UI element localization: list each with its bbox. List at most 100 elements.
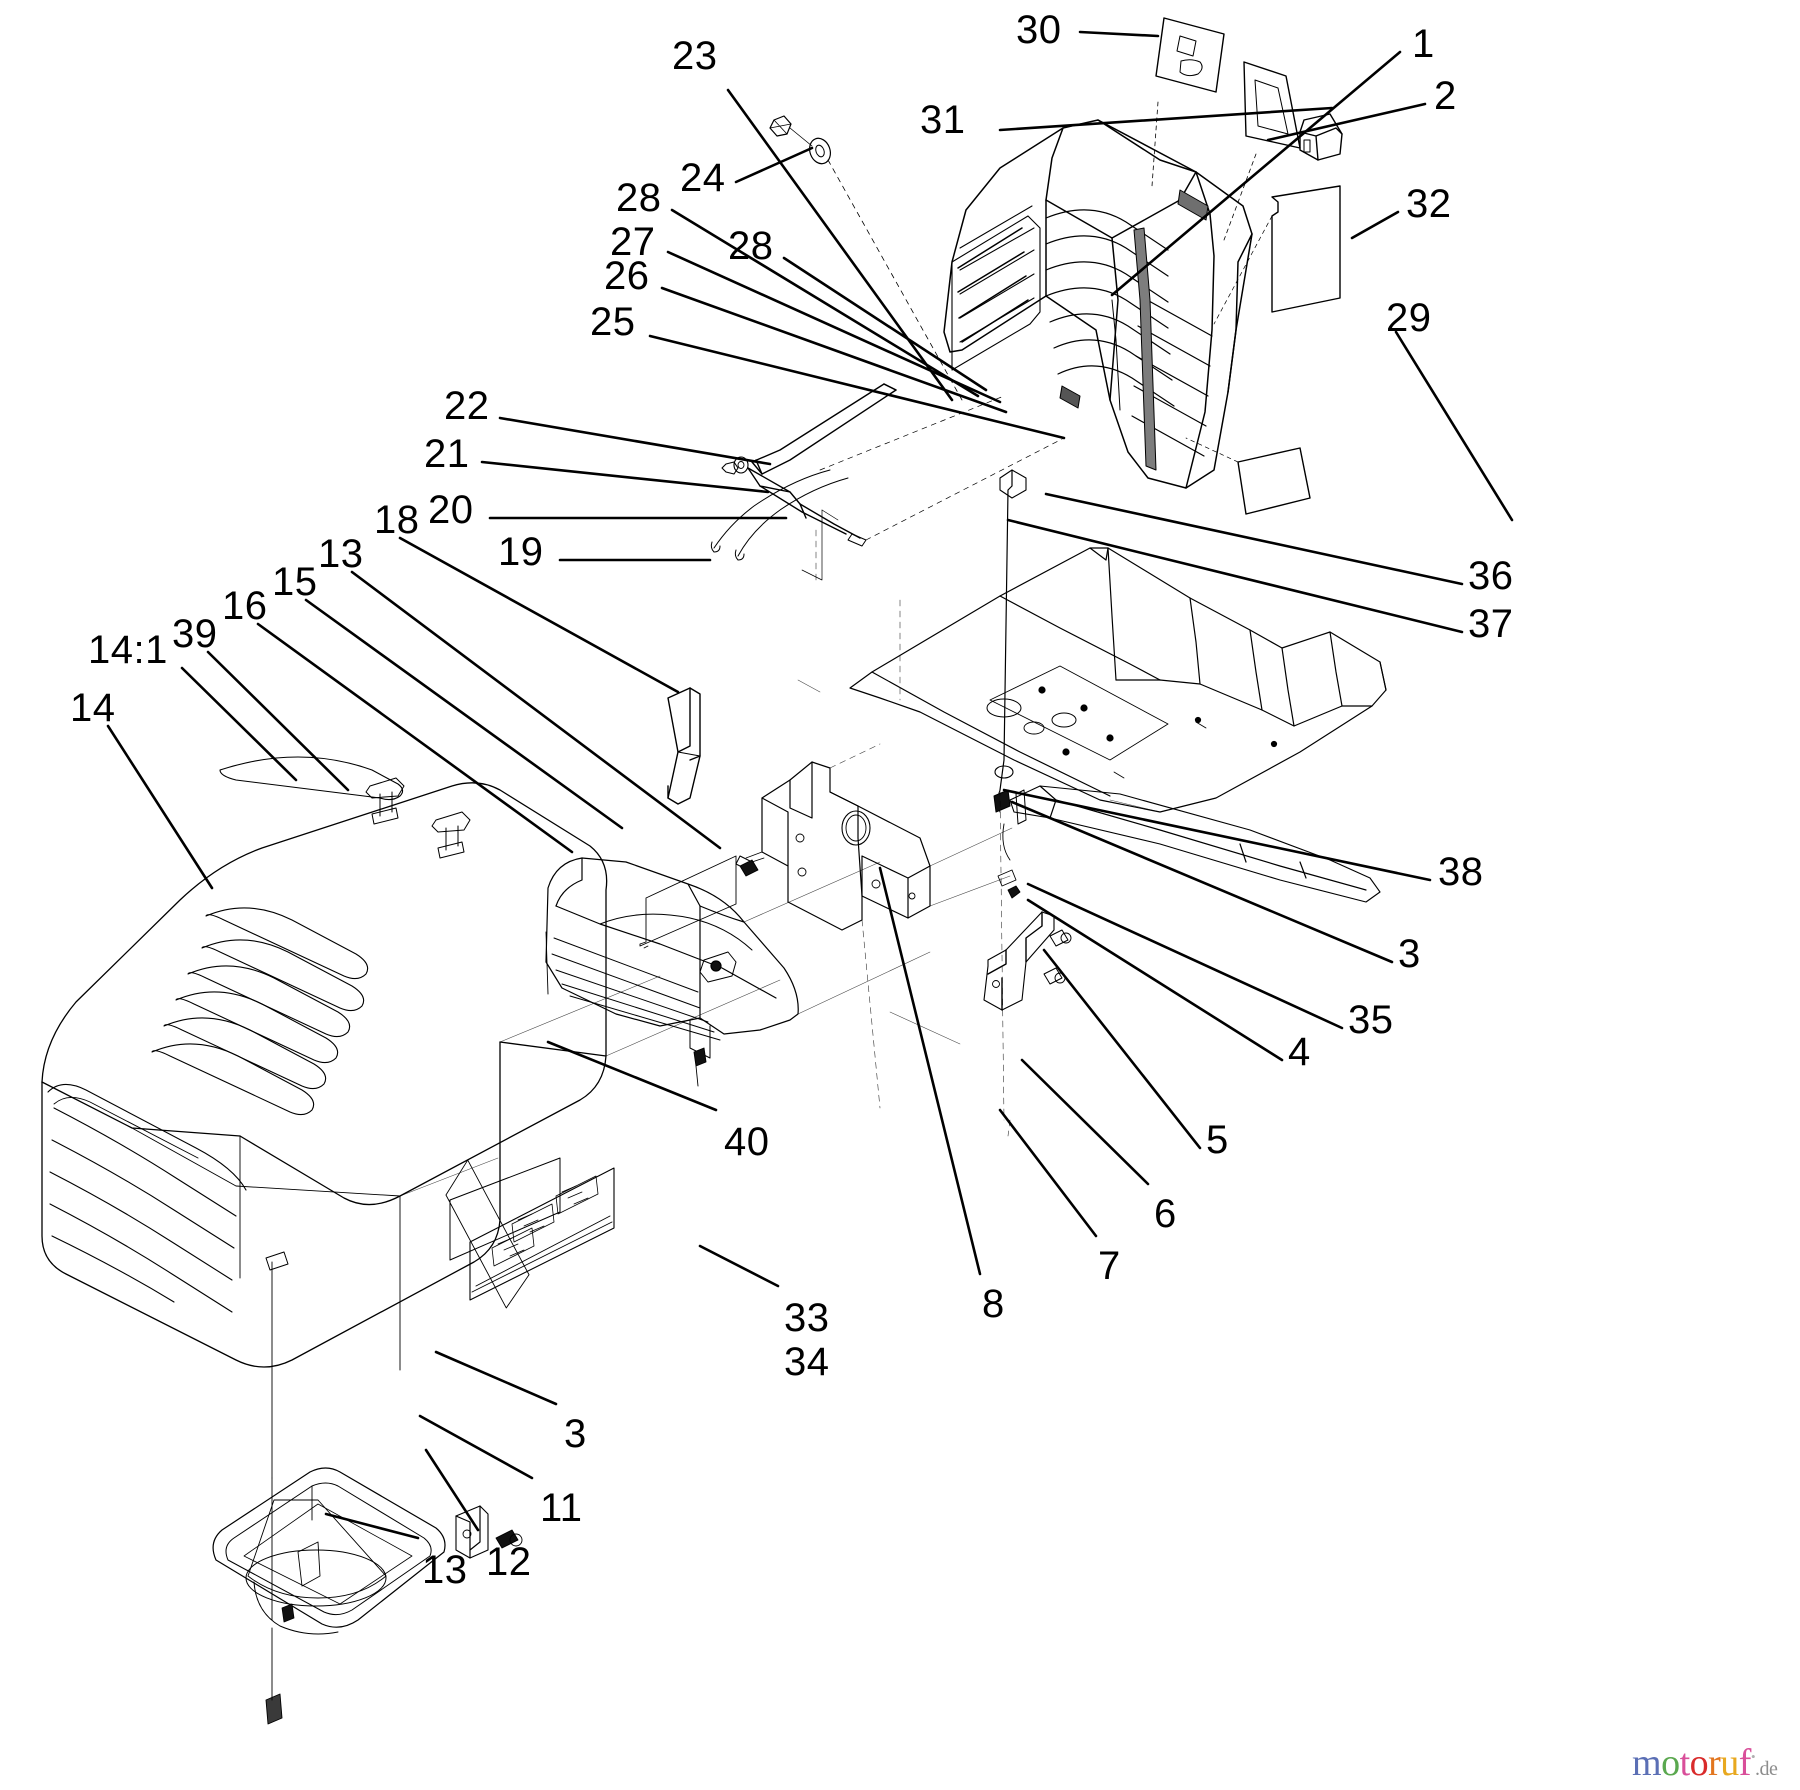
leader-line-3: [1010, 800, 1394, 964]
leader-line-40: [546, 1040, 718, 1112]
leader-line-39: [206, 650, 350, 792]
leader-line-14-1: [180, 666, 298, 782]
leader-line-24: [734, 146, 814, 184]
watermark-letter: u: [1720, 1742, 1739, 1784]
leader-line-16: [256, 622, 574, 854]
callout-number-8: 8: [982, 1282, 1005, 1326]
callout-number-26: 26: [604, 254, 650, 298]
callout-leader-lines: [106, 30, 1514, 1540]
leader-line-29: [1394, 330, 1514, 522]
leader-line-8: [878, 866, 982, 1276]
leader-line-27: [666, 250, 1002, 404]
callout-number-5: 5: [1206, 1118, 1229, 1162]
watermark-motoruf: motoruf•.de: [1632, 1742, 1778, 1784]
part-angle-bracket-18: [667, 687, 701, 805]
part-decal-33-34: [445, 1159, 615, 1309]
callout-number-36: 36: [1468, 554, 1514, 598]
part-decal-32: [1213, 185, 1341, 325]
leader-line-38: [1002, 788, 1432, 882]
leader-line-28: [782, 256, 988, 392]
callout-number-33: 33: [784, 1296, 830, 1340]
callout-number-35: 35: [1348, 998, 1394, 1042]
callout-number-21: 21: [424, 432, 470, 476]
watermark-dot: •: [1750, 1749, 1756, 1765]
watermark-letter: r: [1708, 1742, 1721, 1784]
leader-line-3: [434, 1350, 558, 1406]
callout-number-19: 19: [498, 530, 544, 574]
callout-number-13: 13: [422, 1548, 468, 1592]
leader-line-18: [398, 536, 680, 694]
part-lamp-bezel-12: [212, 1467, 523, 1725]
callout-number-1: 1: [1412, 22, 1435, 66]
callout-number-12: 12: [486, 1540, 532, 1584]
callout-number-3: 3: [564, 1412, 587, 1456]
leader-line-5: [1042, 948, 1202, 1150]
callout-number-29: 29: [1386, 296, 1432, 340]
watermark-suffix: .de: [1755, 1758, 1778, 1780]
callout-number-39: 39: [172, 612, 218, 656]
part-cowl-center: [545, 855, 799, 1087]
leader-line-13: [324, 1512, 420, 1540]
leader-line-13: [350, 570, 722, 850]
callout-number-16: 16: [222, 584, 268, 628]
callout-number-13: 13: [318, 532, 364, 576]
callout-number-7: 7: [1098, 1244, 1121, 1288]
callout-number-37: 37: [1468, 602, 1514, 646]
callout-number-14-1: 14:1: [88, 628, 168, 672]
watermark-letter: o: [1689, 1742, 1709, 1784]
leader-line-15: [304, 598, 624, 830]
leader-line-2: [1266, 102, 1427, 142]
part-hood-upper: [943, 119, 1253, 489]
callout-number-6: 6: [1154, 1192, 1177, 1236]
part-footrest-frame: [849, 547, 1387, 903]
callout-number-28: 28: [616, 176, 662, 220]
callout-number-15: 15: [272, 560, 318, 604]
leader-line-1: [1110, 50, 1402, 297]
leader-line-32: [1350, 210, 1400, 240]
callout-number-22: 22: [444, 384, 490, 428]
leader-line-26: [660, 286, 1008, 414]
callout-number-38: 38: [1438, 850, 1484, 894]
leader-line-31: [998, 106, 1334, 132]
leader-line-33: [698, 1244, 780, 1288]
watermark-letter: m: [1632, 1742, 1662, 1784]
leader-line-37: [1006, 518, 1464, 634]
part-main-hood-14: [41, 756, 608, 1479]
leader-line-28: [670, 208, 980, 398]
part-vertical-rod: [993, 469, 1027, 861]
leader-line-7: [998, 1108, 1098, 1238]
watermark-letter: f: [1738, 1742, 1752, 1784]
leader-line-14: [106, 724, 214, 890]
leader-line-36: [1044, 492, 1464, 586]
callout-number-11: 11: [540, 1486, 583, 1530]
callout-number-24: 24: [680, 156, 726, 200]
part-lift-rod-assembly: [710, 383, 1065, 581]
callout-number-23: 23: [672, 34, 718, 78]
part-knob-2: [1299, 113, 1343, 161]
part-washer-24: [809, 137, 831, 165]
callout-number-25: 25: [590, 300, 636, 344]
part-decal-29: [1185, 437, 1311, 515]
callout-number-40: 40: [724, 1120, 770, 1164]
callout-number-3: 3: [1398, 932, 1421, 976]
leader-line-6: [1020, 1058, 1150, 1186]
callout-number-32: 32: [1406, 182, 1452, 226]
leader-line-11: [418, 1414, 534, 1480]
leader-line-22: [498, 416, 772, 466]
leader-line-21: [480, 460, 770, 494]
callout-number-14: 14: [70, 686, 116, 730]
callout-number-18: 18: [374, 498, 420, 542]
callout-number-31: 31: [920, 98, 966, 142]
leader-line-30: [1078, 30, 1160, 38]
callout-number-2: 2: [1434, 74, 1457, 118]
callout-number-20: 20: [428, 488, 474, 532]
leader-line-12: [424, 1448, 480, 1532]
part-bracket-lower-right: [983, 869, 1072, 1011]
callout-number-34: 34: [784, 1340, 830, 1384]
callout-number-30: 30: [1016, 8, 1062, 52]
callout-number-27: 27: [610, 220, 656, 264]
part-decal-30: [1151, 17, 1225, 187]
callout-number-4: 4: [1288, 1030, 1311, 1074]
